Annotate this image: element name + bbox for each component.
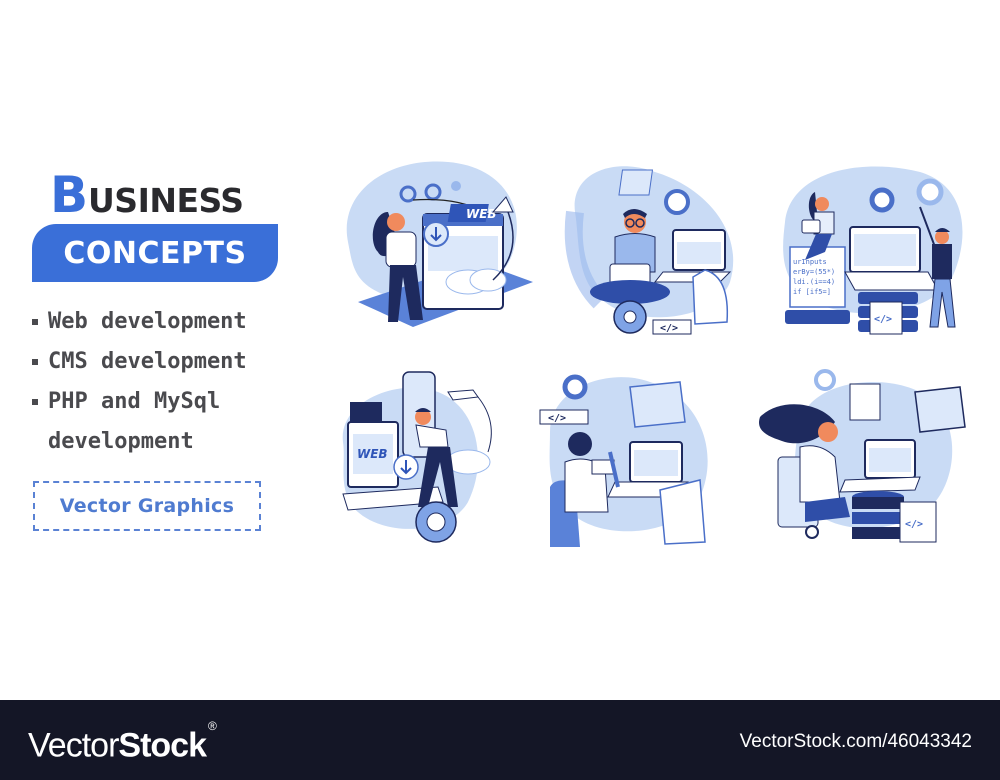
illustration-web-monitor: WEB <box>328 362 528 552</box>
database-woman-illustration: </> <box>759 369 966 543</box>
svg-text:</>: </> <box>905 519 923 530</box>
team-server-illustration: urInputs erBy=(55*) ldi.(i==4) if [if5=]… <box>783 166 963 335</box>
illustration-database-woman: </> <box>750 362 975 552</box>
concepts-banner: CONCEPTS <box>32 224 278 282</box>
footer-bar: VectorStock® VectorStock.com/46043342 <box>0 700 1000 780</box>
bullet-dot-icon <box>32 399 38 405</box>
vectorstock-logo: VectorStock® <box>28 719 217 765</box>
image-reference: VectorStock.com/46043342 <box>739 731 972 752</box>
svg-text:urInputs: urInputs <box>793 258 827 266</box>
poster-canvas: B USINESS CONCEPTS Web development CMS d… <box>30 152 975 552</box>
illustration-coding-man: </> <box>555 152 750 342</box>
illustration-web-development: WEB <box>328 152 543 342</box>
bullet-dot-icon <box>32 359 38 365</box>
illustration-desk-writer: </> <box>530 362 730 552</box>
bullet-item-continuation: development <box>48 429 194 454</box>
web-monitor-illustration: WEB <box>342 371 492 543</box>
banner-text: CONCEPTS <box>63 235 247 271</box>
svg-text:</>: </> <box>660 323 678 334</box>
svg-text:</>: </> <box>548 413 566 424</box>
svg-text:erBy=(55*): erBy=(55*) <box>793 268 835 276</box>
svg-text:</>: </> <box>874 314 892 325</box>
bullet-list: Web development CMS development PHP and … <box>30 302 320 462</box>
tag-label: Vector Graphics <box>59 495 235 517</box>
illustration-team-server: urInputs erBy=(55*) ldi.(i==4) if [if5=]… <box>770 152 975 342</box>
registered-mark: ® <box>207 719 217 733</box>
svg-text:WEB: WEB <box>466 207 497 221</box>
headline-rest: USINESS <box>88 181 244 220</box>
headline-business: B USINESS <box>50 168 290 222</box>
svg-text:if [if5=]: if [if5=] <box>793 288 831 296</box>
bullet-item: PHP and MySql <box>30 382 320 422</box>
bullet-item: CMS development <box>30 342 320 382</box>
bullet-dot-icon <box>32 319 38 325</box>
vector-graphics-tag: Vector Graphics <box>33 481 261 531</box>
svg-text:WEB: WEB <box>357 447 388 461</box>
desk-writer-illustration: </> <box>539 374 708 547</box>
headline-first-letter: B <box>50 166 88 224</box>
svg-text:ldi.(i==4): ldi.(i==4) <box>793 278 835 286</box>
coding-man-illustration: </> <box>564 166 734 335</box>
web-development-illustration: WEB <box>346 161 533 327</box>
bullet-item: Web development <box>30 302 320 342</box>
